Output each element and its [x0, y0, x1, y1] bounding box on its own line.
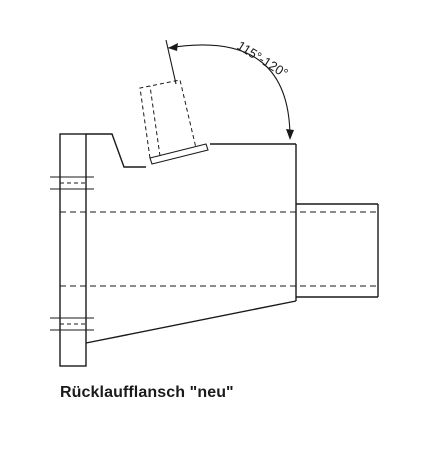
body-bottom-taper: [85, 300, 297, 344]
branch-nozzle-outline: [139, 79, 197, 159]
body-top-outline: [86, 133, 146, 168]
angle-annotation: 115°-120°: [234, 38, 290, 81]
flange-plate: [59, 133, 87, 367]
branch-weld-seam: [149, 143, 209, 165]
angle-arrow-end: [286, 129, 294, 140]
angle-arrow-start: [168, 43, 178, 51]
drawing-caption: Rücklaufflansch "neu": [60, 384, 234, 401]
angle-dimension-arc: [167, 44, 291, 139]
branch-nozzle-inner: [149, 85, 161, 157]
angle-reference-line: [165, 39, 177, 85]
